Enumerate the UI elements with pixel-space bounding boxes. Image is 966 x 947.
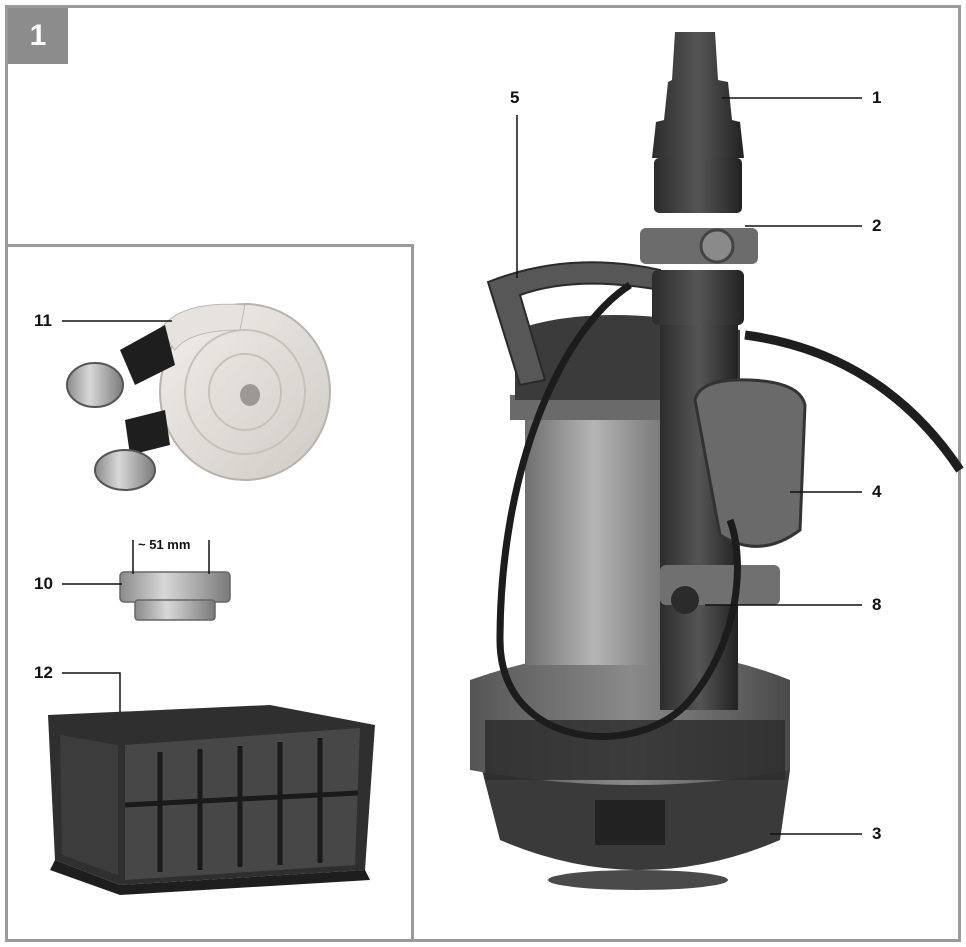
hose-connector [652, 32, 744, 158]
callout-8: 8 [872, 595, 882, 614]
float-switch-box [693, 378, 807, 548]
callout-1: 1 [872, 88, 882, 107]
dimension-label: ~ 51 mm [138, 537, 191, 552]
check-valve [640, 228, 758, 264]
figure-number-badge: 1 [8, 8, 68, 64]
storz-coupling [119, 540, 231, 621]
leader-lines [62, 97, 862, 835]
power-cable [744, 330, 964, 473]
switch-cable [496, 282, 741, 740]
callout-2: 2 [872, 216, 882, 235]
callout-10: 10 [34, 574, 53, 593]
callout-4: 4 [872, 482, 882, 501]
clamp-knob [671, 586, 699, 614]
callout-11: 11 [34, 311, 52, 330]
fire-hose [66, 303, 331, 491]
accessories-panel [8, 244, 414, 942]
callout-3: 3 [872, 824, 882, 843]
submersible-pump [470, 32, 964, 890]
callout-12: 12 [34, 663, 53, 682]
folding-crate [48, 705, 375, 895]
callout-5: 5 [510, 88, 520, 107]
figure-frame [5, 5, 961, 942]
